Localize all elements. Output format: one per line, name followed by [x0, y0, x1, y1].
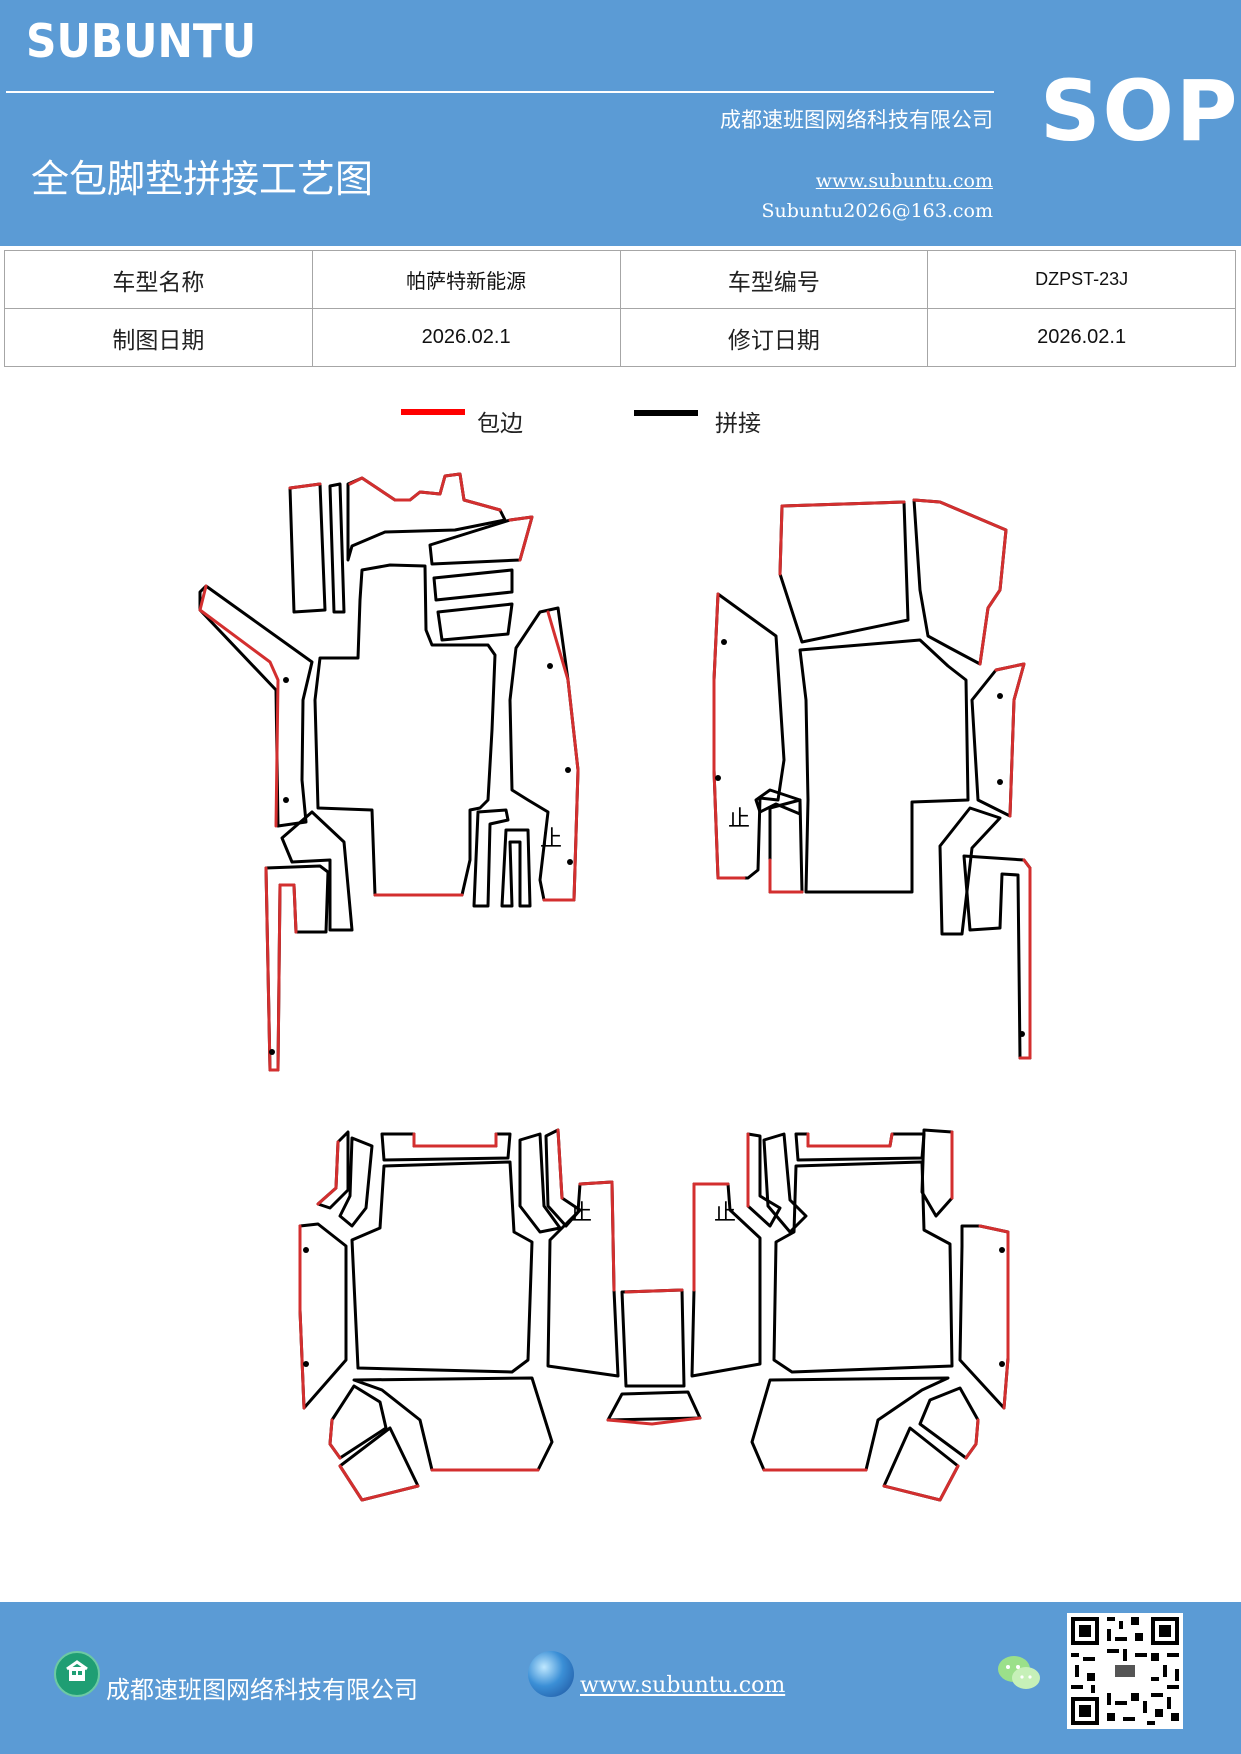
draw-date-label: 制图日期 [4, 308, 313, 367]
revise-date-label: 修订日期 [619, 308, 929, 367]
home-icon [54, 1651, 100, 1697]
company-name: 成都速班图网络科技有限公司 [720, 108, 993, 132]
rear-center-mat [546, 1180, 762, 1426]
draw-date-value: 2026.02.1 [311, 308, 621, 367]
stop-mark: 止 [570, 1201, 592, 1226]
legend-seam-label: 拼接 [715, 411, 761, 437]
model-code-label: 车型编号 [619, 250, 929, 309]
front-right-mat [712, 498, 1032, 1060]
sop-badge: SOP [1040, 62, 1240, 160]
wechat-icon [996, 1652, 1042, 1694]
footer-website-link[interactable]: www.subuntu.com [580, 1673, 786, 1698]
email-address: Subuntu2026@163.com [761, 200, 993, 222]
legend-edge-label: 包边 [477, 411, 523, 437]
model-name-value: 帕萨特新能源 [311, 250, 621, 309]
table-row: 制图日期 2026.02.1 修订日期 2026.02.1 [4, 308, 1236, 367]
header-divider [6, 91, 994, 93]
globe-icon [528, 1651, 574, 1697]
brand-logo: SUBUNTU [26, 14, 257, 68]
footer-company: 成都速班图网络科技有限公司 [106, 1676, 418, 1704]
revise-date-value: 2026.02.1 [927, 308, 1236, 367]
info-table: 车型名称 帕萨特新能源 车型编号 DZPST-23J 制图日期 2026.02.… [4, 250, 1236, 367]
website-link[interactable]: www.subuntu.com [815, 170, 993, 192]
stop-mark: 止 [540, 827, 562, 852]
floor-mat-diagram: 止 止 止 止 [198, 472, 1032, 1502]
stop-mark: 止 [728, 807, 750, 832]
rear-left-mat [298, 1128, 582, 1502]
model-name-label: 车型名称 [4, 250, 313, 309]
header-banner [0, 0, 1241, 246]
page-title: 全包脚垫拼接工艺图 [31, 157, 374, 201]
legend-seam-swatch [634, 410, 698, 416]
model-code-value: DZPST-23J [927, 250, 1236, 309]
stop-mark: 止 [714, 1201, 736, 1226]
rear-right-mat [746, 1128, 1010, 1502]
qr-code[interactable] [1067, 1613, 1183, 1729]
table-row: 车型名称 帕萨特新能源 车型编号 DZPST-23J [4, 250, 1236, 309]
front-left-mat [198, 472, 580, 1072]
legend-edge-swatch [401, 409, 465, 415]
